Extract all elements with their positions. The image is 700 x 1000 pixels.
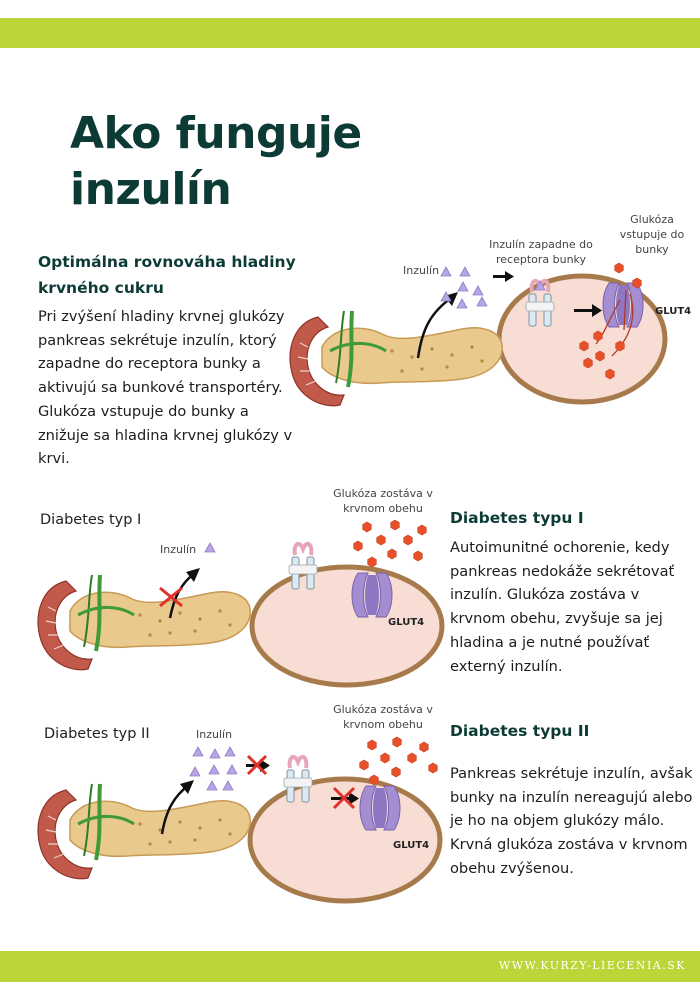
label-glucose-line2: vstupuje do xyxy=(620,228,685,241)
label-glut4: GLUT4 xyxy=(393,840,429,851)
label-receptor-line1: Inzulín zapadne do xyxy=(489,238,593,251)
label-insulin: Inzulín xyxy=(160,543,196,556)
label-glucose-line3: bunky xyxy=(635,243,669,256)
pancreas-image xyxy=(288,309,505,408)
glut4-transporter xyxy=(359,785,401,831)
insulin-binding-arrow xyxy=(505,271,514,282)
section-heading-optimal-balance: Optimálna rovnováha hladiny krvného cukr… xyxy=(38,253,296,297)
bottom-accent-bar xyxy=(0,951,700,982)
cell-type-1 xyxy=(249,564,445,688)
section-text-optimal-balance: Pri zvýšení hladiny krvnej glukózy pankr… xyxy=(38,308,293,468)
label-insulin: Inzulín xyxy=(403,264,439,277)
glut4-transporter xyxy=(351,572,393,618)
label-glucose-line2: krvnom obehu xyxy=(343,502,423,515)
top-accent-bar xyxy=(0,18,700,48)
section-heading-diabetes-type-2: Diabetes typu II xyxy=(450,722,590,740)
section-text-diabetes-type-1: Autoimunitné ochorenie, kedy pankreas ne… xyxy=(450,539,675,675)
activation-arrow xyxy=(349,792,359,805)
blocked-cross-icon xyxy=(159,586,183,608)
label-glucose-line1: Glukóza xyxy=(630,213,674,226)
label-glucose-line1: Glukóza zostáva v xyxy=(333,487,433,500)
diagram-type-2: Diabetes typ II Inzulín GLUT4 Glukóza zo… xyxy=(36,703,443,904)
label-glut4: GLUT4 xyxy=(388,617,424,628)
section-text-diabetes-type-2: Pankreas sekrétuje inzulín, avšak bunky … xyxy=(450,765,693,877)
label-glucose-line1: Glukóza zostáva v xyxy=(333,703,433,716)
diagram-normal: Inzulín Inzulín zapadne do receptora bun… xyxy=(288,213,691,408)
blocked-cross-icon xyxy=(246,754,268,776)
label-diabetes-type-2: Diabetes typ II xyxy=(44,726,150,742)
page-title: Ako funguje inzulín xyxy=(70,108,362,215)
label-glut4: GLUT4 xyxy=(655,306,691,317)
footer-website: WWW.KURZY-LIECENIA.SK xyxy=(498,959,686,972)
label-glucose-line2: krvnom obehu xyxy=(343,718,423,731)
label-diabetes-type-1: Diabetes typ I xyxy=(40,512,141,528)
activation-arrow xyxy=(592,304,602,317)
label-receptor-line2: receptora bunky xyxy=(496,253,587,266)
section-heading-diabetes-type-1: Diabetes typu I xyxy=(450,509,584,527)
diagram-type-1: Diabetes typ I Inzulín GLUT4 Glukóza zos… xyxy=(36,487,445,688)
pancreas-image xyxy=(36,573,253,672)
pancreas-image xyxy=(36,782,253,881)
label-insulin: Inzulín xyxy=(196,728,232,741)
blocked-cross-icon xyxy=(332,786,356,810)
